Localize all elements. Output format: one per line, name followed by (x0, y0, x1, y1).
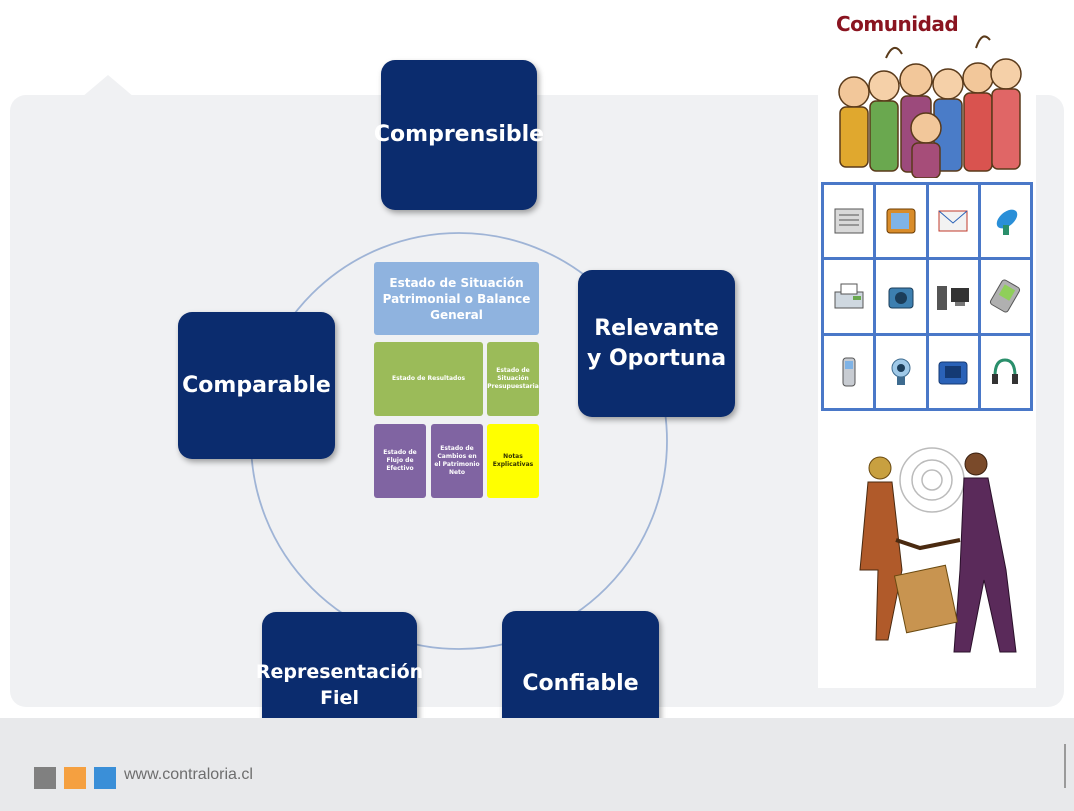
footer-square-orange (64, 767, 86, 789)
footer-bar (0, 718, 1074, 811)
statement-flujo-efectivo: Estado de Flujo de Efectivo (374, 424, 426, 498)
statement-balance-general: Estado de Situación Patrimonial o Balanc… (374, 262, 539, 335)
footer-square-blue (94, 767, 116, 789)
statement-cambios-patrimonio: Estado de Cambios en el Patrimonio Neto (431, 424, 483, 498)
node-comprensible: Comprensible (374, 60, 544, 210)
mobile-phone-icon (824, 335, 874, 408)
statement-notas-explicativas: Notas Explicativas (487, 424, 539, 498)
footer-url[interactable]: www.contraloria.cl (124, 766, 253, 783)
desktop-computer-icon (928, 260, 978, 333)
headset-icon (980, 335, 1030, 408)
television-icon (876, 185, 926, 258)
newspaper-icon (824, 185, 874, 258)
statement-presupuestaria: Estado de Situación Presupuestaria (487, 342, 539, 416)
media-icon-grid (821, 182, 1033, 411)
desk-phone-icon (928, 335, 978, 408)
business-handshake-icon (859, 447, 1017, 653)
satellite-dish-icon (980, 185, 1030, 258)
pda-icon (980, 260, 1030, 333)
panel-notch (82, 75, 134, 97)
community-title: Comunidad (836, 12, 959, 36)
radio-icon (876, 260, 926, 333)
people-crowd-icon (838, 35, 1022, 178)
webcam-icon (876, 335, 926, 408)
footer-square-gray (34, 767, 56, 789)
node-relevante-oportuna: Relevante y Oportuna (578, 270, 735, 417)
statement-resultados: Estado de Resultados (374, 342, 483, 416)
envelope-icon (928, 185, 978, 258)
footer-divider (1064, 744, 1066, 788)
node-comparable: Comparable (178, 312, 335, 459)
fax-machine-icon (824, 260, 874, 333)
